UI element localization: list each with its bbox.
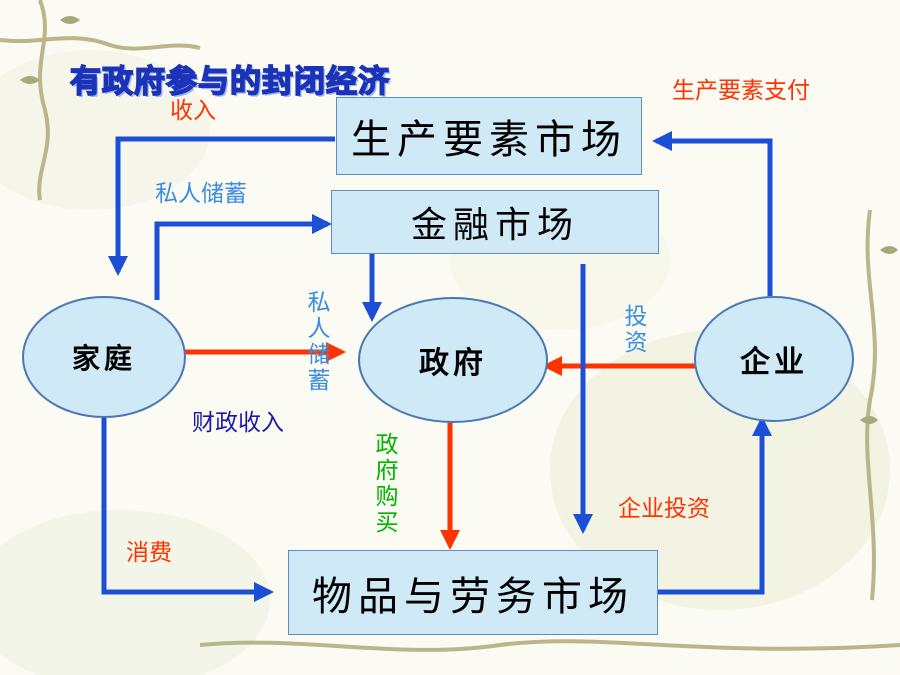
- label-private-savings-vertical: 私人储蓄: [307, 290, 331, 394]
- financial-market-box: 金融市场: [331, 190, 659, 254]
- arrow-income: [108, 136, 335, 276]
- label-fiscal-revenue: 财政收入: [192, 410, 284, 436]
- label-investment: 投资: [624, 304, 648, 356]
- label-government-purchase: 政府购买: [375, 432, 399, 536]
- label-private-savings: 私人储蓄: [155, 181, 247, 207]
- diagram-title: 有政府参与的封闭经济: [69, 63, 390, 101]
- factor-market-box: 生产要素市场: [336, 97, 642, 175]
- arrow-consumption: [101, 401, 274, 602]
- government-node: 政府: [358, 297, 548, 423]
- label-consumption: 消费: [126, 540, 172, 566]
- label-business-investment: 企业投资: [618, 496, 710, 522]
- label-factor-payment: 生产要素支付: [672, 78, 810, 104]
- arrow-goods-to-firm: [656, 416, 772, 595]
- firm-node: 企业: [694, 296, 854, 422]
- arrow-private-savings: [154, 214, 332, 300]
- goods-market-box: 物品与劳务市场: [288, 550, 658, 635]
- household-node: 家庭: [22, 296, 186, 418]
- label-income: 收入: [170, 98, 216, 124]
- arrow-factor-payment: [652, 131, 773, 296]
